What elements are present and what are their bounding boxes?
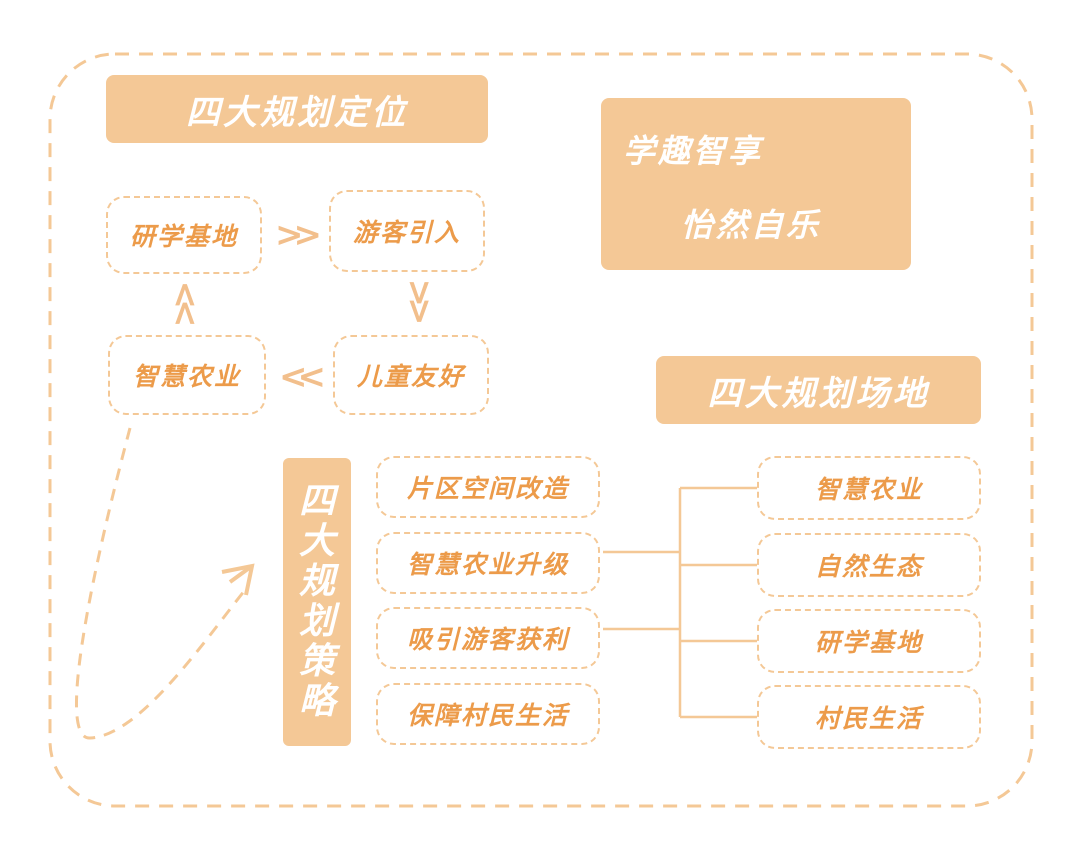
strategy-item-villager-life: 保障村民生活 [376, 683, 600, 745]
arrow-stem [228, 564, 254, 584]
sites-title-box: 四大规划场地 [656, 356, 981, 424]
strategy-title-char: 策 [298, 641, 335, 682]
site-item-smart-agriculture: 智慧农业 [757, 456, 981, 520]
positioning-title-box: 四大规划定位 [106, 75, 488, 143]
slogan-box: 学趣智享 怡然自乐 [601, 98, 911, 270]
cycle-item-research-base: 研学基地 [106, 196, 262, 274]
strategy-title-box: 四 大 规 划 策 略 [283, 458, 351, 746]
site-item-villager-life: 村民生活 [757, 685, 981, 749]
strategy-title-char: 四 [298, 481, 335, 522]
chevron-left-icon: << [279, 357, 326, 397]
positioning-title: 四大规划定位 [186, 92, 408, 133]
strategy-item-space-renovation: 片区空间改造 [376, 456, 600, 518]
sites-title: 四大规划场地 [707, 373, 930, 414]
site-item-natural-ecology: 自然生态 [757, 533, 981, 597]
strategy-title-char: 略 [298, 681, 335, 722]
cycle-item-smart-agriculture: 智慧农业 [108, 335, 266, 415]
cycle-item-child-friendly: 儿童友好 [333, 335, 489, 415]
dashed-curve-connector [74, 427, 247, 740]
strategy-title-char: 大 [298, 521, 335, 562]
slogan-line-1: 学趣智享 [623, 132, 764, 170]
strategy-item-attract-tourists: 吸引游客获利 [376, 607, 600, 669]
cycle-item-tourist-introduction: 游客引入 [329, 190, 485, 272]
site-item-research-base: 研学基地 [757, 609, 981, 673]
slogan-line-2: 怡然自乐 [681, 206, 822, 244]
strategy-title-char: 划 [298, 601, 335, 642]
strategy-item-agriculture-upgrade: 智慧农业升级 [376, 532, 600, 594]
chevron-down-icon: >> [399, 278, 440, 316]
chevron-up-icon: >> [164, 290, 205, 328]
strategy-title-char: 规 [298, 561, 335, 602]
chevron-right-icon: >> [275, 215, 322, 255]
